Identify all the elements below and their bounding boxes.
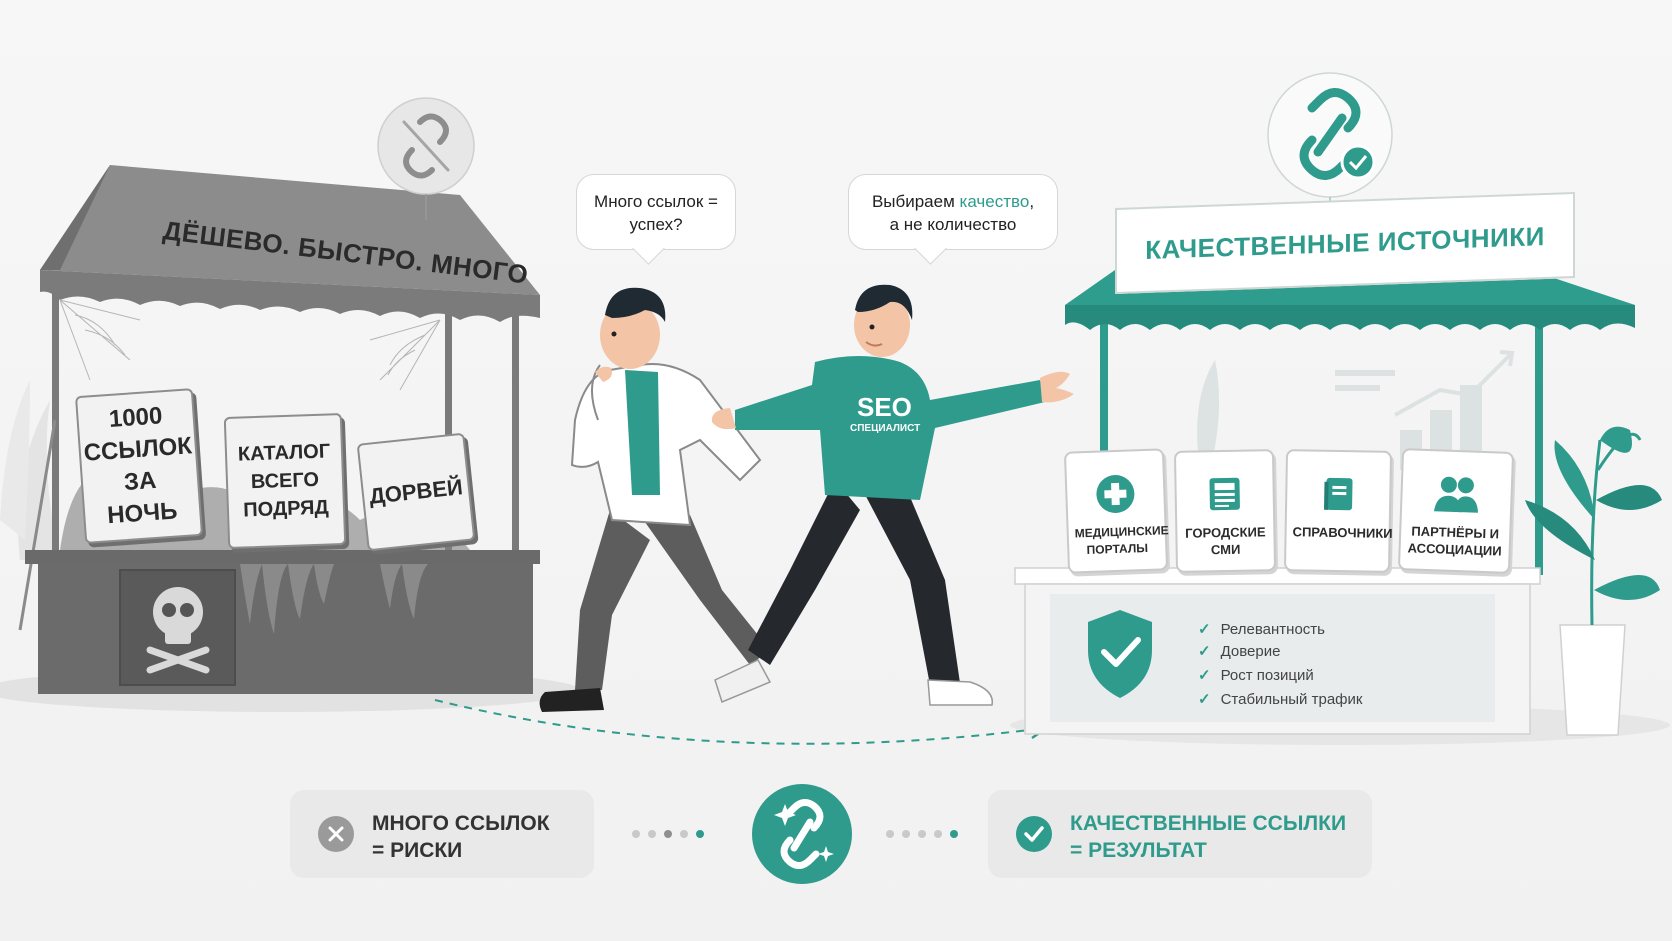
broken-link-icon xyxy=(402,113,450,179)
card-label: МЕДИЦИНСКИЕ ПОРТАЛЫ xyxy=(1074,523,1169,558)
bubble-text: , xyxy=(1029,192,1035,211)
bubble-line: Много ссылок = xyxy=(594,192,718,211)
seo-specialist xyxy=(711,284,1074,706)
book-icon xyxy=(1324,477,1353,511)
newspaper-icon xyxy=(1209,477,1240,511)
sign-line: ДОРВЕЙ xyxy=(367,474,464,509)
benefit-label: Доверие xyxy=(1220,643,1281,660)
pill-text: КАЧЕСТВЕННЫЕ ССЫЛКИ = РЕЗУЛЬТАТ xyxy=(1070,810,1346,864)
sign-doorway: ДОРВЕЙ xyxy=(356,432,476,552)
x-circle-icon xyxy=(318,816,354,852)
pill-text: МНОГО ССЫЛОК = РИСКИ xyxy=(372,810,550,864)
chain-link-icon xyxy=(1299,88,1361,180)
right-stall-signboard: КАЧЕСТВЕННЫЕ ИСТОЧНИКИ xyxy=(1115,191,1575,295)
card-medical-portals: МЕДИЦИНСКИЕ ПОРТАЛЫ xyxy=(1063,448,1169,574)
check-icon: ✓ xyxy=(1198,667,1211,684)
right-stall xyxy=(1014,72,1662,736)
pill-line: КАЧЕСТВЕННЫЕ ССЫЛКИ xyxy=(1070,812,1347,835)
benefit-traffic: ✓ Стабильный трафик xyxy=(1198,690,1362,708)
speech-bubble-quality: Выбираем качество, а не количество xyxy=(848,174,1058,265)
medical-cross-icon xyxy=(1096,475,1135,514)
speech-bubble-question: Много ссылок = успех? xyxy=(576,174,736,265)
card-directories: СПРАВОЧНИКИ xyxy=(1283,449,1393,573)
plant-pot xyxy=(1525,426,1662,736)
people-icon xyxy=(1433,476,1478,513)
benefit-label: Релевантность xyxy=(1220,621,1325,638)
sign-line: ЗА НОЧЬ xyxy=(106,466,179,530)
bubble-accent: качество xyxy=(959,192,1030,211)
pill-many-links-risk: МНОГО ССЫЛОК = РИСКИ xyxy=(290,790,594,878)
pill-quality-links-result: КАЧЕСТВЕННЫЕ ССЫЛКИ = РЕЗУЛЬТАТ xyxy=(988,790,1372,878)
hesitant-man xyxy=(539,287,772,712)
card-partners: ПАРТНЁРЫ И АССОЦИАЦИИ xyxy=(1397,448,1515,574)
benefit-label: Стабильный трафик xyxy=(1220,691,1363,708)
benefit-trust: ✓ Доверие xyxy=(1198,642,1280,660)
card-label: ГОРОДСКИЕ СМИ xyxy=(1185,524,1266,558)
check-icon: ✓ xyxy=(1198,691,1211,708)
check-circle-icon xyxy=(1016,816,1052,852)
check-icon: ✓ xyxy=(1198,643,1211,660)
benefit-ranking: ✓ Рост позиций xyxy=(1198,666,1314,684)
right-stall-title: КАЧЕСТВЕННЫЕ ИСТОЧНИКИ xyxy=(1145,220,1545,265)
pill-line: МНОГО ССЫЛОК xyxy=(372,812,550,835)
pill-line: = РИСКИ xyxy=(372,839,463,862)
check-icon: ✓ xyxy=(1198,621,1211,638)
card-label: ПАРТНЁРЫ И АССОЦИАЦИИ xyxy=(1407,523,1502,559)
benefit-label: Рост позиций xyxy=(1220,667,1314,684)
shield-check-icon xyxy=(1088,610,1152,698)
card-label: СПРАВОЧНИКИ xyxy=(1292,524,1393,541)
card-city-media: ГОРОДСКИЕ СМИ xyxy=(1173,449,1277,573)
sign-catalog: КАТАЛОГ ВСЕГО ПОДРЯД xyxy=(223,412,347,550)
benefit-relevance: ✓ Релевантность xyxy=(1198,620,1325,638)
shirt-text-specialist: СПЕЦИАЛИСТ xyxy=(850,423,921,434)
center-link-icon xyxy=(780,799,824,869)
sign-line: ПОДРЯД xyxy=(242,496,330,522)
sign-line: ВСЕГО xyxy=(250,468,320,494)
shirt-text-seo: SEO xyxy=(857,392,912,422)
skull-icon xyxy=(146,587,210,674)
path-arrow xyxy=(434,699,1046,745)
bubble-line: а не количество xyxy=(889,215,1017,234)
left-stall xyxy=(18,97,540,694)
bottom-connector xyxy=(632,784,958,884)
pill-line: = РЕЗУЛЬТАТ xyxy=(1070,839,1207,862)
bubble-line: успех? xyxy=(629,215,683,234)
sign-1000-links: 1000 ССЫЛОК ЗА НОЧЬ xyxy=(74,388,204,544)
sign-line: 1000 xyxy=(108,402,164,433)
sign-line: КАТАЛОГ xyxy=(237,440,331,466)
bubble-text: Выбираем xyxy=(871,192,960,211)
